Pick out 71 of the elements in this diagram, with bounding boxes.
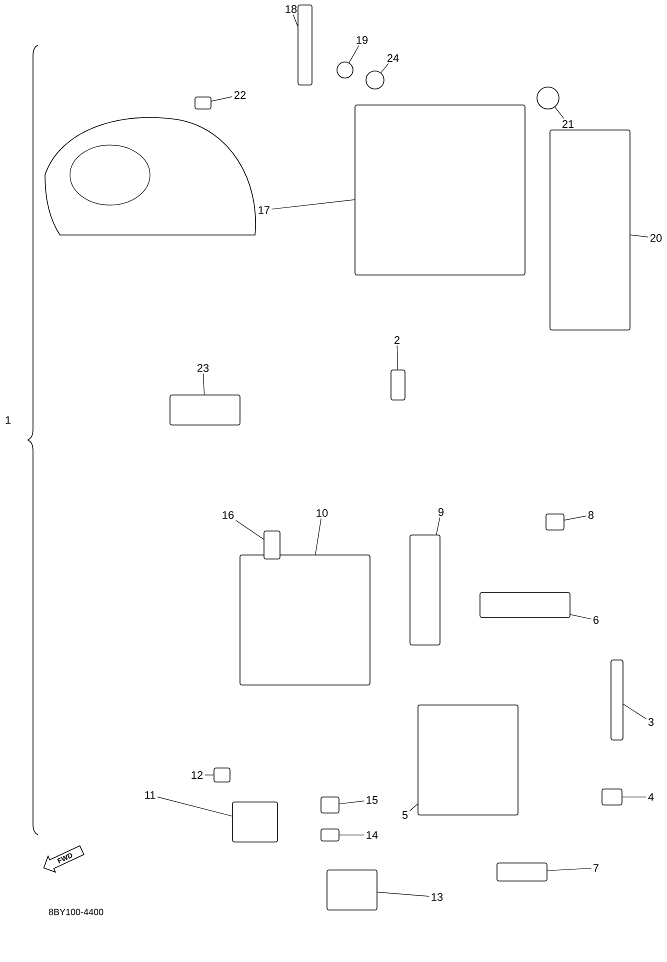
leader-line (272, 199, 355, 210)
callout-number: 20 (650, 234, 662, 242)
callout-number: 2 (394, 336, 400, 344)
nut-drawing (602, 788, 622, 806)
callout-number: 8 (588, 511, 594, 519)
bracket-drawing (480, 592, 570, 618)
callout-number: 18 (286, 5, 297, 13)
callout-number: 14 (366, 831, 378, 839)
plate-drawing (240, 554, 370, 686)
leader-line (348, 45, 360, 63)
bolt-drawing (298, 4, 312, 86)
diagram-code: 8BY100-4400 (48, 908, 104, 916)
leader-line (570, 614, 592, 620)
leader-line (292, 14, 298, 26)
callout-number: 4 (648, 793, 654, 801)
callout-number: 6 (594, 616, 599, 624)
nut-drawing (320, 828, 340, 842)
washer-drawing (366, 70, 384, 90)
callout-number: 11 (145, 791, 156, 799)
leader-line (623, 704, 647, 720)
callout-number: 22 (234, 91, 246, 99)
callout-number: 17 (258, 206, 270, 214)
callout-number: 9 (438, 508, 444, 516)
nut-drawing (320, 796, 340, 814)
leader-line (436, 517, 440, 535)
cover-drawing (326, 870, 378, 910)
leader-line (630, 234, 648, 238)
relay-drawing (232, 802, 278, 842)
leader-line (547, 868, 592, 871)
leader-line (396, 345, 398, 370)
callout-number: 24 (387, 54, 399, 62)
callout-number: 10 (316, 509, 328, 517)
label-drawing (390, 370, 406, 400)
leader-line (339, 834, 364, 836)
callout-number: 15 (366, 796, 378, 804)
callout-number: 3 (648, 718, 654, 726)
clip-drawing (214, 768, 230, 782)
cable-drawing (410, 534, 440, 646)
leader-line (409, 804, 418, 812)
leader-line (564, 516, 587, 520)
leader-line (554, 106, 564, 119)
leader-line (339, 800, 364, 804)
callout-number: 7 (594, 864, 598, 872)
starter-motor-drawing (354, 104, 526, 276)
callout-number: 16 (222, 511, 234, 519)
callout-number: 1 (6, 416, 11, 424)
leader-line (380, 63, 389, 74)
leader-line (211, 96, 232, 102)
clip-drawing (194, 96, 212, 110)
leader-line (236, 520, 264, 540)
nut-drawing (536, 86, 560, 110)
cable-drawing (550, 130, 630, 330)
leader-line (157, 796, 232, 816)
callout-number: 21 (562, 120, 574, 128)
rod-drawing (610, 660, 624, 740)
nut-drawing (546, 514, 564, 530)
leader-line (622, 796, 647, 798)
cable-tie-drawing (170, 394, 240, 426)
washer-drawing (336, 62, 354, 78)
leader-line (315, 518, 322, 555)
bolt-drawing (264, 530, 280, 560)
callout-number: 12 (192, 771, 203, 779)
leader-line (202, 373, 205, 395)
callout-number: 5 (402, 811, 408, 819)
callout-number: 23 (197, 364, 209, 372)
callout-number: 19 (356, 36, 368, 44)
callout-number: 13 (432, 893, 443, 901)
battery-drawing (418, 704, 518, 816)
leader-line (377, 892, 430, 897)
rod-drawing (496, 862, 548, 882)
leader-line (204, 774, 214, 776)
